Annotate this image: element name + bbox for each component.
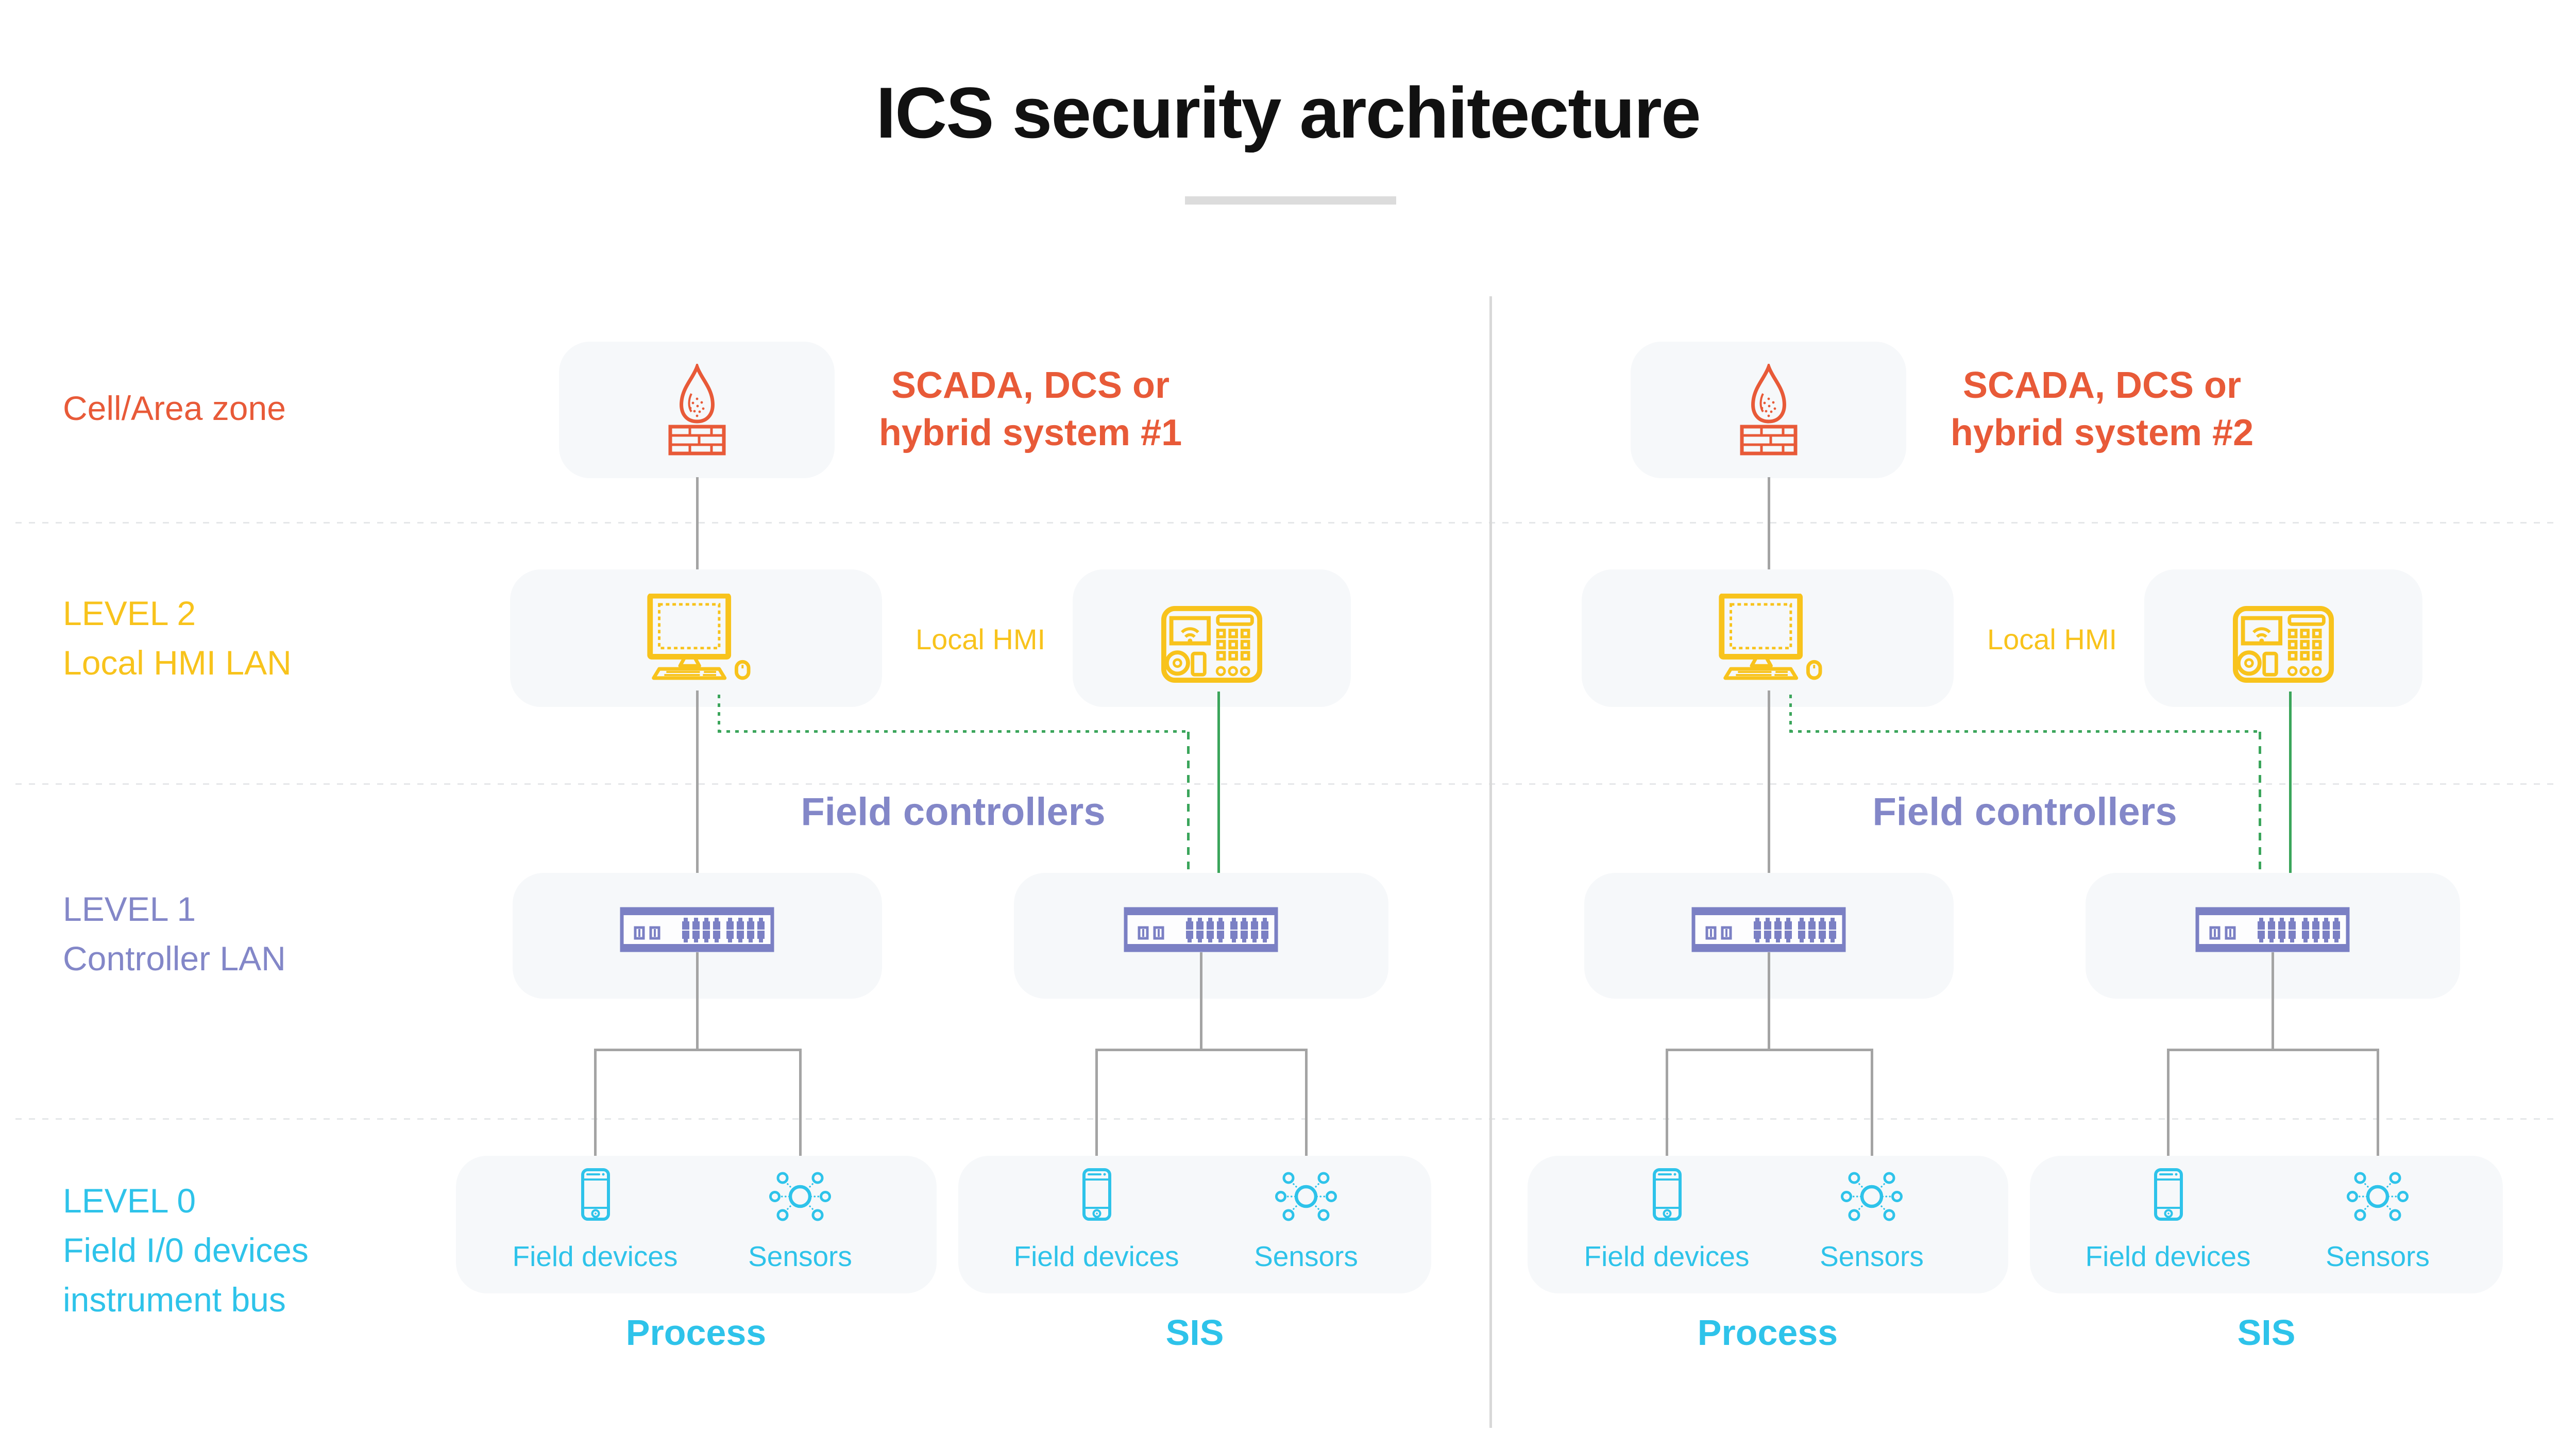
sensors-network-icon xyxy=(2346,1171,2409,1222)
level2-line1: LEVEL 2 xyxy=(63,594,196,632)
system-1: SCADA, DCS or hybrid system #1 Local HMI… xyxy=(456,342,1431,1353)
hmi-panel-box xyxy=(1073,569,1351,707)
field-devices-label: Field devices xyxy=(1013,1240,1179,1272)
branch-to-field-devices xyxy=(594,1049,597,1170)
green-dashed-link-to-sis-switch xyxy=(2259,732,2261,909)
connector-switch-down xyxy=(696,952,699,1050)
field-device-phone-icon xyxy=(581,1168,611,1221)
branch-horizontal xyxy=(1666,1049,1873,1051)
sensors-network-icon xyxy=(769,1171,832,1222)
process-devices-box xyxy=(1528,1156,2008,1293)
zone-separator-1 xyxy=(15,522,2561,524)
sensors-network-icon xyxy=(1840,1171,1903,1222)
connector-switch-down xyxy=(2272,952,2274,1050)
branch-horizontal xyxy=(1095,1049,1308,1051)
zone-separator-2 xyxy=(15,783,2561,785)
connector-switch-down xyxy=(1768,952,1770,1050)
field-devices-label: Field devices xyxy=(512,1240,678,1272)
system-divider-line xyxy=(1489,296,1492,1428)
green-dotted-link-horizontal xyxy=(718,730,1190,733)
sis-caption: SIS xyxy=(2237,1312,2296,1353)
green-link-hmi-to-sis-switch xyxy=(2289,692,2292,909)
sensors-label: Sensors xyxy=(2326,1240,2430,1272)
local-hmi-label: Local HMI xyxy=(1987,623,2117,655)
level0-line3: instrument bus xyxy=(63,1280,286,1319)
hmi-panel-box xyxy=(2144,569,2422,707)
connector-firewall-to-workstation xyxy=(1768,477,1770,572)
green-dotted-link-start xyxy=(718,695,720,733)
field-devices-label: Field devices xyxy=(1584,1240,1750,1272)
network-switch-icon xyxy=(620,907,774,952)
green-dotted-link-horizontal xyxy=(1789,730,2261,733)
connector-workstation-to-switch xyxy=(1768,690,1770,909)
connector-firewall-to-workstation xyxy=(696,477,699,572)
branch-horizontal xyxy=(594,1049,802,1051)
zone-separator-3 xyxy=(15,1118,2561,1120)
workstation-computer-icon xyxy=(1714,594,1823,680)
field-controllers-label: Field controllers xyxy=(801,790,1106,834)
green-dotted-link-start xyxy=(1789,695,1792,733)
scada-line1: SCADA, DCS or xyxy=(891,365,1170,406)
green-dashed-link-to-sis-switch xyxy=(1187,732,1190,909)
sensors-label: Sensors xyxy=(1254,1240,1358,1272)
process-devices-box xyxy=(456,1156,937,1293)
sis-devices-box xyxy=(958,1156,1431,1293)
scada-line1: SCADA, DCS or xyxy=(1962,365,2242,406)
local-hmi-label: Local HMI xyxy=(915,623,1046,655)
branch-horizontal xyxy=(2167,1049,2379,1051)
field-device-phone-icon xyxy=(2154,1168,2183,1221)
process-caption: Process xyxy=(625,1312,767,1353)
sensors-label: Sensors xyxy=(1820,1240,1924,1272)
branch-to-field-devices xyxy=(2167,1049,2170,1170)
sis-caption: SIS xyxy=(1165,1312,1224,1353)
title-underline-bar xyxy=(1185,196,1396,205)
workstation-computer-icon xyxy=(642,594,751,680)
sis-devices-box xyxy=(2030,1156,2503,1293)
field-devices-label: Field devices xyxy=(2085,1240,2251,1272)
green-link-hmi-to-sis-switch xyxy=(1217,692,1220,909)
workstation-box xyxy=(510,569,882,707)
page-title: ICS security architecture xyxy=(876,72,1701,153)
field-controllers-label: Field controllers xyxy=(1872,790,2177,834)
firewall-flame-icon xyxy=(666,364,728,457)
process-caption: Process xyxy=(1697,1312,1838,1353)
zone-label-cell-area-text: Cell/Area zone xyxy=(63,389,286,427)
level0-line2: Field I/0 devices xyxy=(63,1231,309,1269)
branch-to-sensors xyxy=(1871,1049,1873,1170)
zone-label-level1: LEVEL 1 Controller LAN xyxy=(63,884,286,983)
firewall-box xyxy=(1631,342,1906,478)
field-device-phone-icon xyxy=(1652,1168,1682,1221)
zone-label-level0: LEVEL 0 Field I/0 devices instrument bus xyxy=(63,1176,309,1324)
level2-line2: Local HMI LAN xyxy=(63,644,292,682)
branch-to-field-devices xyxy=(1666,1049,1668,1170)
system-2: SCADA, DCS or hybrid system #2 Local HMI… xyxy=(1072,0,2576,1449)
level1-line2: Controller LAN xyxy=(63,939,286,978)
connector-workstation-to-switch xyxy=(696,690,699,909)
firewall-box xyxy=(559,342,835,478)
scada-system-label: SCADA, DCS or hybrid system #2 xyxy=(1896,362,2308,457)
firewall-flame-icon xyxy=(1738,364,1800,457)
scada-line2: hybrid system #1 xyxy=(878,412,1182,453)
zone-label-level2: LEVEL 2 Local HMI LAN xyxy=(63,588,292,687)
scada-line2: hybrid system #2 xyxy=(1950,412,2254,453)
network-switch-icon xyxy=(2195,907,2350,952)
level1-line1: LEVEL 1 xyxy=(63,890,196,928)
zone-label-cell-area: Cell/Area zone xyxy=(63,383,286,433)
branch-to-field-devices xyxy=(1095,1049,1098,1170)
sensors-label: Sensors xyxy=(748,1240,852,1272)
branch-to-sensors xyxy=(799,1049,802,1170)
network-switch-icon xyxy=(1691,907,1846,952)
branch-to-sensors xyxy=(1305,1049,1308,1170)
hmi-panel-icon xyxy=(2233,606,2334,683)
level0-line1: LEVEL 0 xyxy=(63,1182,196,1220)
branch-to-sensors xyxy=(2377,1049,2379,1170)
connector-switch-down xyxy=(1200,952,1202,1050)
workstation-box xyxy=(1582,569,1954,707)
scada-system-label: SCADA, DCS or hybrid system #1 xyxy=(824,362,1236,457)
